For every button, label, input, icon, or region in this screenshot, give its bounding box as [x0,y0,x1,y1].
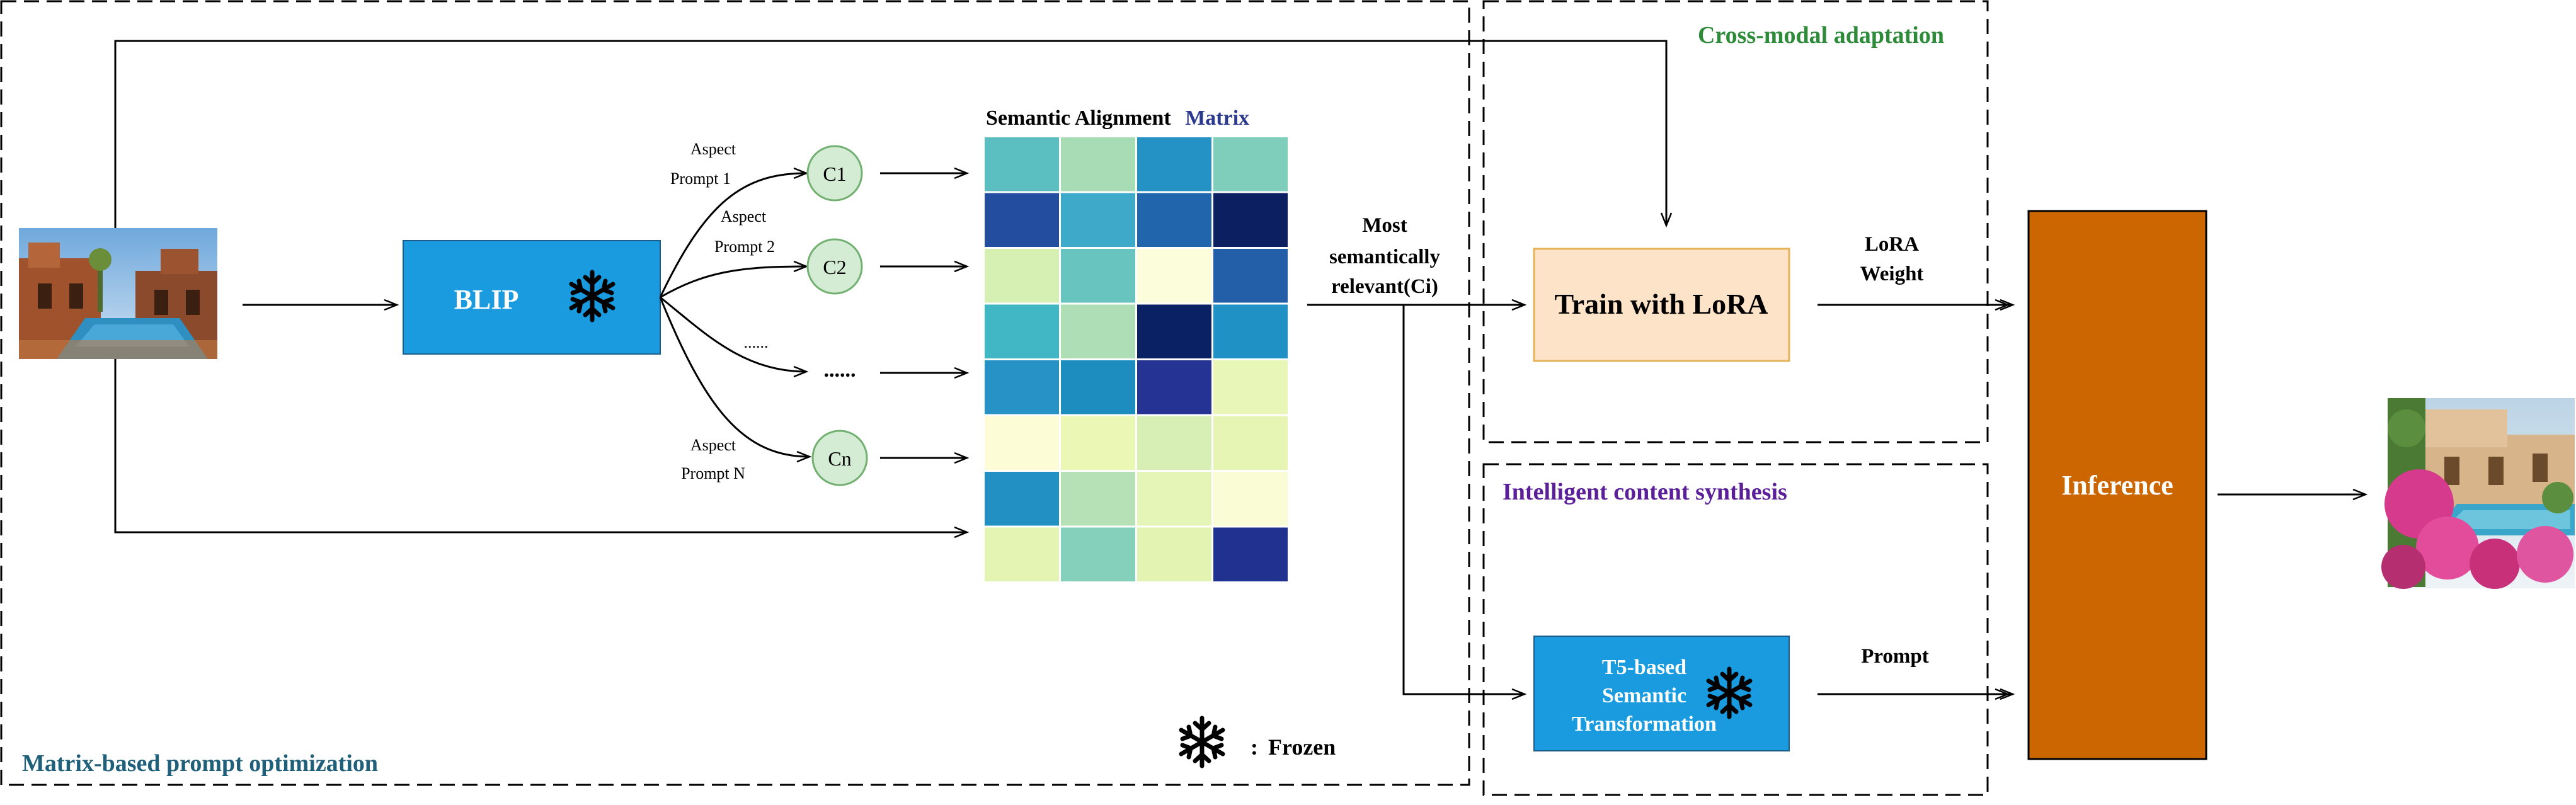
aspect-prompt-n-line2: Prompt N [681,464,745,482]
matrix-title: Semantic Alignment Matrix [986,106,1249,130]
matrix-cell-r2-c4 [1213,193,1288,247]
matrix-cell-r6-c4 [1213,416,1288,470]
aspect-prompt-n-line1: Aspect [690,436,736,454]
most-relevant-line1: Most [1362,214,1407,237]
region-intelligent-content-synthesis [1482,463,1989,796]
matrix-title-a: Semantic Alignment [986,106,1171,130]
most-relevant-line2: semantically [1329,246,1440,268]
matrix-cell-r8-c2 [1061,527,1135,581]
matrix-cell-r1-c3 [1137,137,1211,191]
matrix-cell-r7-c3 [1137,472,1211,526]
matrix-cell-r5-c4 [1213,360,1288,414]
aspect-prompt-n: Aspect Prompt N [681,436,745,482]
matrix-cell-r7-c4 [1213,472,1288,526]
most-relevant-line3: relevant(Ci) [1331,275,1438,298]
matrix-cell-r1-c2 [1061,137,1135,191]
aspect-prompt-2-line2: Prompt 2 [714,237,775,256]
caption-c1: C1 [806,145,863,202]
region-label-matrix: Matrix-based prompt optimization [22,750,378,777]
matrix-cell-r1-c4 [1213,137,1288,191]
matrix-cell-r6-c2 [1061,416,1135,470]
matrix-cell-r1-c1 [985,137,1059,191]
t5-box: T5-based Semantic Transformation [1533,636,1790,751]
t5-line3: Transformation [1572,712,1717,736]
matrix-cell-r6-c3 [1137,416,1211,470]
lora-weight-line2: Weight [1860,263,1924,285]
input-image [19,228,217,359]
matrix-cell-r8-c4 [1213,527,1288,581]
matrix-cell-r6-c1 [985,416,1059,470]
arrow-matrix-to-t5 [1402,305,1527,700]
t5-line2: Semantic [1602,684,1686,707]
t5-line1: T5-based [1602,656,1686,679]
matrix-title-b: Matrix [1185,106,1249,130]
caption-cn: Cn [811,430,868,486]
legend-separator: : [1251,734,1258,760]
matrix-cell-r7-c2 [1061,472,1135,526]
semantic-alignment-matrix [985,137,1288,581]
matrix-cell-r3-c3 [1137,249,1211,303]
snowflake-icon [1181,718,1223,766]
output-image [2381,398,2575,589]
most-relevant-label: Most semantically relevant(Ci) [1329,214,1440,298]
matrix-cell-r8-c1 [985,527,1059,581]
aspect-prompt-1-line1: Aspect [690,140,736,158]
ellipsis-small: ...... [744,333,769,351]
matrix-cell-r5-c3 [1137,360,1211,414]
matrix-cell-r2-c2 [1061,193,1135,247]
matrix-cell-r2-c1 [985,193,1059,247]
matrix-cell-r5-c1 [985,360,1059,414]
prompt-label: Prompt [1861,645,1929,668]
blip-box: BLIP [403,240,661,355]
region-label-cross-modal: Cross-modal adaptation [1698,22,1944,49]
region-label-synthesis: Intelligent content synthesis [1503,479,1787,505]
inference-label: Inference [2061,470,2173,501]
arrow-image-to-matrix [114,359,970,539]
matrix-cell-r4-c3 [1137,304,1211,358]
legend-frozen-label: Frozen [1268,734,1336,760]
matrix-cell-r3-c2 [1061,249,1135,303]
ellipsis-large: ...... [824,358,856,382]
arrow-image-to-lora [114,40,1673,228]
blip-fanout [659,167,812,463]
region-matrix-prompt-optimization [0,0,1470,786]
region-cross-modal-adaptation [1482,0,1989,443]
caption-c1-label: C1 [823,163,846,185]
matrix-cell-r3-c1 [985,249,1059,303]
matrix-cell-r2-c3 [1137,193,1211,247]
caption-to-matrix-arrows [880,167,970,464]
legend: : Frozen [1181,718,1336,766]
lora-weight-line1: LoRA [1865,233,1919,256]
matrix-cell-r7-c1 [985,472,1059,526]
lora-train-label: Train with LoRA [1554,288,1768,320]
matrix-cell-r4-c4 [1213,304,1288,358]
caption-c2: C2 [806,238,863,295]
aspect-prompt-2: Aspect Prompt 2 [714,207,775,256]
matrix-cell-r4-c2 [1061,304,1135,358]
aspect-prompt-1: Aspect Prompt 1 [670,140,736,188]
lora-train-box: Train with LoRA [1533,248,1790,362]
aspect-prompt-2-line1: Aspect [721,207,767,226]
matrix-cell-r4-c1 [985,304,1059,358]
matrix-cell-r5-c2 [1061,360,1135,414]
caption-c2-label: C2 [823,256,846,278]
inference-box: Inference [2027,210,2207,760]
matrix-cell-r3-c4 [1213,249,1288,303]
matrix-cell-r8-c3 [1137,527,1211,581]
caption-cn-label: Cn [828,447,851,470]
lora-weight-label: LoRA Weight [1860,233,1924,285]
blip-label: BLIP [454,284,519,315]
aspect-prompt-1-line2: Prompt 1 [670,169,731,188]
